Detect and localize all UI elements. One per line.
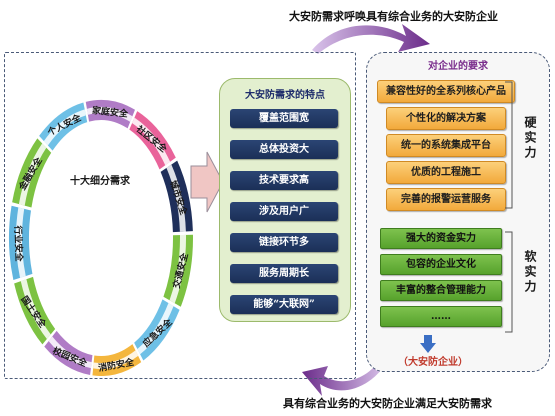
ring-segment-band [137,303,174,355]
ring-segment-label: 家庭安全 [91,105,128,120]
ring-segment-band [18,143,47,206]
hard-requirement-item: 优质的工程施工 [386,161,506,184]
soft-requirement-item: 包容的企业文化 [380,254,502,275]
soft-requirement-item: 丰富的整合管理能力 [380,280,502,301]
requirements-title: 对企业的要求 [428,61,488,72]
ring-segment-label: 个人安全 [46,112,84,138]
result-label: （大安防企业） [398,357,468,368]
needs-ring [8,100,193,376]
ring-center-label: 十大细分需求 [70,176,130,187]
ring-segment-band [86,106,133,122]
ring-segment-band [16,207,26,278]
top-caption: 大安防需求呼唤具有综合业务的大安防企业 [289,10,498,23]
ring-segment-band [166,164,186,232]
feature-item: 总体投资大 [230,140,338,159]
hard-strength-label: 硬实力 [523,116,537,161]
ring-segment-band [169,234,186,304]
ring-segment-label: 国土安全 [18,294,47,331]
down-arrow-icon [420,335,436,353]
needs-frame [4,52,356,379]
feature-item: 技术要求高 [230,171,338,190]
feature-item: 链接环节多 [230,233,338,252]
ring-segment-label: 城市安全 [166,179,188,218]
features-panel: 大安防需求的特点 覆盖范围宽总体投资大技术要求高涉及用户广链接环节多服务周期长能… [219,78,351,322]
bottom-curved-arrow [302,360,386,396]
right-arrow-icon [190,151,224,213]
hard-requirement-item: 完善的报警运营服务 [386,188,506,211]
ring-segment-band [48,336,92,369]
feature-item: 能够“大联网” [230,295,338,314]
ring-segment-band [93,350,139,369]
soft-bracket [505,231,513,333]
hard-requirement-item: 兼容性好的全系列核心产品 [377,80,515,103]
ring-labels: 金融安全个人安全家庭安全社区安全城市安全交通安全应急安全消防安全校园安全国土安全… [8,98,194,376]
hard-requirement-item: 个性化的解决方案 [386,107,506,130]
ring-segment-band [43,109,86,146]
ring-segment-label: 校园安全 [50,346,88,370]
ring-segment-band [132,117,171,166]
ring-segment-label: 金融安全 [18,156,46,193]
soft-strength-label: 软实力 [523,250,537,295]
hard-bracket [505,81,513,209]
ring-segment-label: 行业安全 [11,225,24,262]
ring-segment-label: 消防安全 [97,357,135,375]
features-title: 大安防需求的特点 [245,90,325,101]
soft-requirement-item: 强大的资金实力 [380,228,502,249]
top-curved-arrow [312,24,430,54]
hard-requirement-item: 统一的系统集成平台 [386,134,506,157]
ring-segment-label: 交通安全 [172,251,192,290]
feature-item: 涉及用户广 [230,202,338,221]
ring-segment-label: 社区安全 [134,124,169,156]
bottom-caption: 具有综合业务的大安防企业满足大安防需求 [283,397,492,410]
ring-segment-band [20,279,51,340]
ring-segment-label: 应急安全 [141,317,175,350]
feature-item: 服务周期长 [230,264,338,283]
feature-item: 覆盖范围宽 [230,109,338,128]
soft-requirement-item: …… [380,306,502,327]
